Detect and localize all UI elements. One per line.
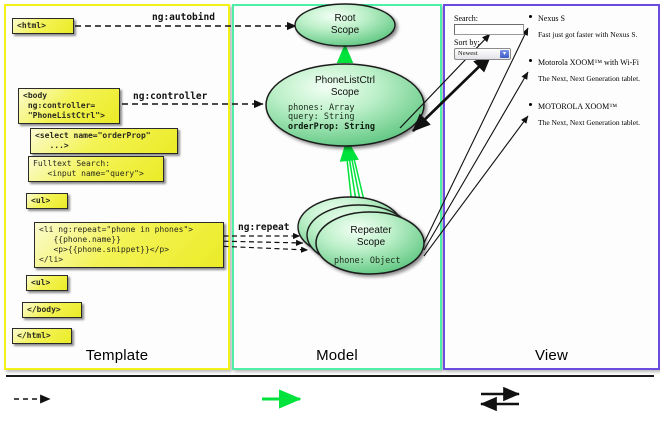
bullet-icon xyxy=(529,59,532,62)
search-input[interactable] xyxy=(454,24,524,35)
ng-autobind-label: ng:autobind xyxy=(152,12,215,23)
ng-repeat-label: ng:repeat xyxy=(238,222,290,233)
sort-by-select[interactable]: Newest ▾ xyxy=(454,48,511,60)
bullet-icon xyxy=(529,103,532,106)
code-html-close-tag: </html> xyxy=(12,328,72,344)
legend: Implicit Scope Declaration Scope Inherit… xyxy=(0,375,660,421)
search-label: Search: xyxy=(454,14,478,23)
phone-name: Nexus S xyxy=(538,14,565,23)
ng-controller-label: ng:controller xyxy=(133,91,208,102)
phone-list-item: Motorola XOOM™ with Wi-Fi xyxy=(529,58,639,67)
panel-model: Model xyxy=(232,4,442,370)
phone-name: Motorola XOOM™ with Wi-Fi xyxy=(538,58,639,67)
bullet-icon xyxy=(529,15,532,18)
code-select-orderprop-tag: <select name="orderProp" ...> xyxy=(30,128,178,154)
code-html-open-tag: <html> xyxy=(12,18,74,34)
code-body-close-tag: </body> xyxy=(22,302,82,318)
code-li-ngrepeat-tag: <li ng:repeat="phone in phones"> {{phone… xyxy=(34,222,224,268)
phone-snippet: The Next, Next Generation tablet. xyxy=(538,118,641,127)
panel-view-label: View xyxy=(534,347,569,364)
phone-snippet: Fast just got faster with Nexus S. xyxy=(538,30,638,39)
sort-label: Sort by: xyxy=(454,38,480,47)
code-body-controller-tag: <body ng:controller= "PhoneListCtrl"> xyxy=(18,88,120,124)
phone-snippet: The Next, Next Generation tablet. xyxy=(538,74,641,83)
phone-name: MOTOROLA XOOM™ xyxy=(538,102,618,111)
phone-list-item: Nexus S xyxy=(529,14,565,23)
legend-divider xyxy=(6,375,654,377)
code-ul-close-tag: <ul> xyxy=(26,275,68,291)
code-ul-open-tag: <ul> xyxy=(26,193,68,209)
panel-template-label: Template xyxy=(85,347,149,364)
panel-model-label: Model xyxy=(316,347,358,364)
code-fulltext-search: Fulltext Search: <input name="query"> xyxy=(28,156,164,182)
chevron-down-icon: ▾ xyxy=(500,50,509,58)
sort-by-selected-value: Newest xyxy=(458,50,478,57)
phone-list-item: MOTOROLA XOOM™ xyxy=(529,102,618,111)
